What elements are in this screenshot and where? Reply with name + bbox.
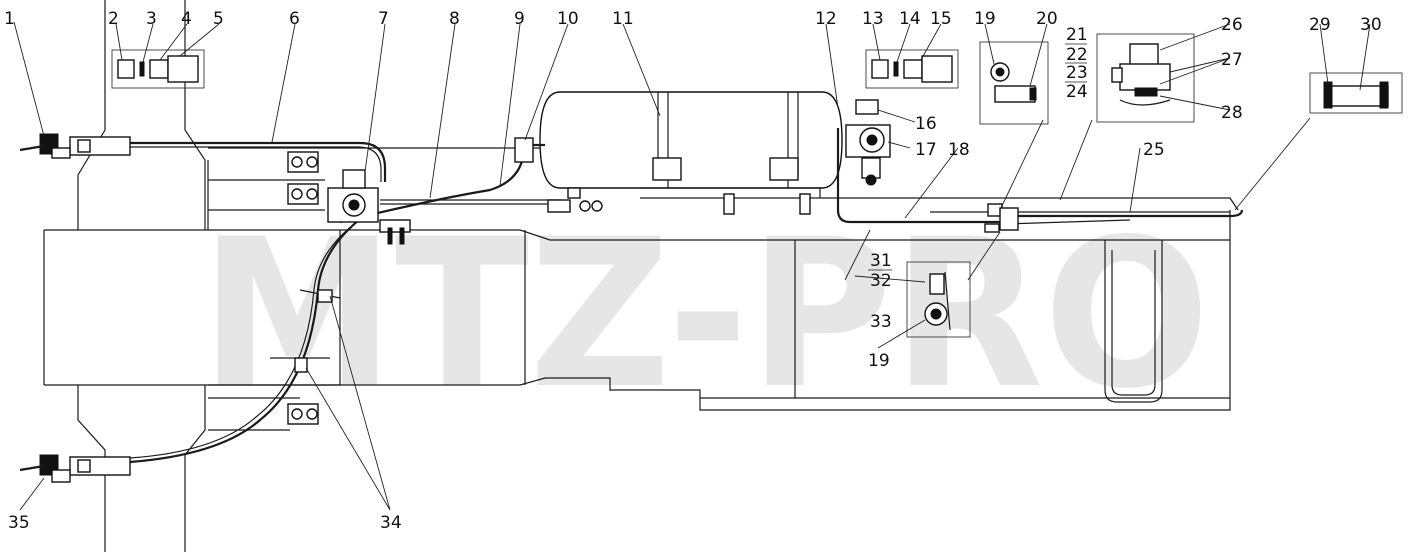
inset-29-30 [1309, 72, 1403, 114]
valve-10 [514, 137, 545, 163]
callout-15: 15 [930, 9, 952, 29]
callout-3: 3 [146, 9, 157, 29]
callout-33: 33 [870, 312, 892, 332]
clamp-fittings [270, 203, 1019, 373]
callout-28: 28 [1221, 103, 1243, 123]
callout-7: 7 [378, 9, 389, 29]
callout-labels: 1 2 3 4 5 6 7 8 9 10 11 12 13 14 15 16 1… [4, 9, 1382, 533]
callout-4: 4 [181, 9, 192, 29]
inset-31-33 [906, 261, 971, 338]
inset-19-24 [979, 41, 1049, 125]
callout-34: 34 [380, 513, 402, 533]
callout-10: 10 [557, 9, 579, 29]
callout-19-bottom: 19 [868, 351, 890, 371]
callout-23: 23 [1066, 63, 1088, 83]
frame-brackets [287, 151, 319, 425]
inset-26-28 [1096, 33, 1195, 123]
drain-fitting [547, 199, 603, 213]
callout-11: 11 [612, 9, 634, 29]
callout-6: 6 [289, 9, 300, 29]
callout-18: 18 [948, 140, 970, 160]
callout-20: 20 [1036, 9, 1058, 29]
leader-lines [13, 21, 1371, 511]
inset-13-15 [865, 49, 959, 89]
callout-9: 9 [514, 9, 525, 29]
callout-30: 30 [1360, 15, 1382, 35]
callout-5: 5 [213, 9, 224, 29]
air-reservoir [539, 91, 843, 215]
fraction-bars [868, 43, 1087, 271]
callout-22: 22 [1066, 45, 1088, 65]
callout-13: 13 [862, 9, 884, 29]
coupling-front-lower [19, 454, 131, 483]
callout-19-top: 19 [974, 9, 996, 29]
chassis-frame [43, 0, 1239, 552]
callout-8: 8 [449, 9, 460, 29]
callout-25: 25 [1143, 140, 1165, 160]
callout-1: 1 [4, 9, 15, 29]
callout-27: 27 [1221, 50, 1243, 70]
callout-26: 26 [1221, 15, 1243, 35]
callout-17: 17 [915, 140, 937, 160]
callout-32: 32 [870, 271, 892, 291]
watermark: MTZ-PRO [200, 196, 1210, 434]
valve-7 [327, 169, 411, 245]
callout-12: 12 [815, 9, 837, 29]
callout-31: 31 [870, 251, 892, 271]
callout-16: 16 [915, 114, 937, 134]
callout-24: 24 [1066, 82, 1088, 102]
callout-35: 35 [8, 513, 30, 533]
callout-21: 21 [1066, 25, 1088, 45]
callout-29: 29 [1309, 15, 1331, 35]
callout-2: 2 [108, 9, 119, 29]
callout-14: 14 [899, 9, 921, 29]
coupling-front-upper [19, 133, 131, 159]
inset-2-5 [111, 49, 205, 89]
pressure-regulator [845, 99, 891, 186]
